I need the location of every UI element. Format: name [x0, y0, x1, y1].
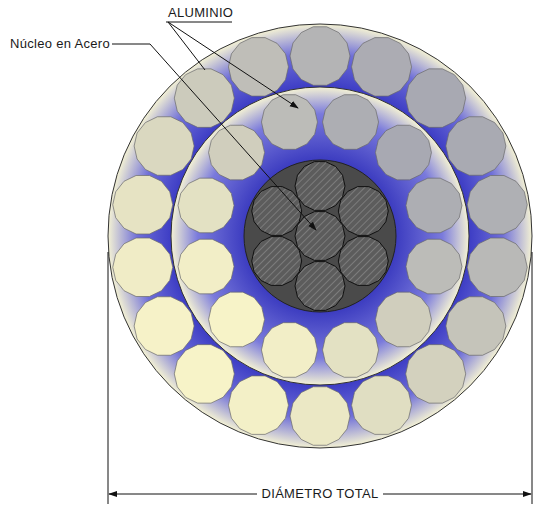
steel-strand	[252, 187, 302, 236]
aluminium-strand	[323, 95, 379, 150]
aluminium-strand	[290, 387, 350, 446]
aluminium-strand	[406, 239, 462, 294]
part-label: Núcleo en Acero	[10, 37, 110, 51]
steel-strand	[338, 237, 388, 286]
dimension-label: DIÁMETRO TOTAL	[257, 486, 384, 502]
aluminium-strand	[467, 238, 527, 296]
steel-strand	[295, 262, 345, 311]
aluminium-strand	[352, 38, 412, 96]
aluminium-strand	[406, 345, 466, 404]
aluminium-strand	[228, 38, 288, 96]
steel-strand	[338, 187, 388, 236]
steel-strand	[295, 162, 345, 211]
aluminium-strand	[323, 323, 379, 378]
aluminium-strand	[209, 292, 265, 347]
extension-line	[108, 252, 109, 504]
aluminium-strand	[352, 376, 412, 434]
outer-layer	[108, 24, 532, 448]
leader-line	[168, 22, 205, 70]
aluminium-strand	[446, 297, 506, 356]
leader-line	[112, 44, 150, 45]
aluminium-strand	[467, 176, 527, 234]
steel-strand	[252, 237, 302, 286]
aluminium-strand	[209, 125, 265, 180]
part-label: ALUMINIO	[168, 6, 233, 20]
aluminium-strand	[134, 297, 194, 356]
aluminium-strand	[113, 176, 173, 234]
leader-line	[168, 22, 298, 108]
aluminium-strand	[375, 292, 431, 347]
aluminium-strand	[174, 345, 234, 404]
aluminium-strand	[261, 323, 317, 378]
steel-strand	[295, 212, 345, 261]
aluminium-strand	[446, 117, 506, 176]
aluminium-strand	[178, 239, 234, 294]
aluminium-strand	[134, 117, 194, 176]
aluminium-strand	[228, 376, 288, 434]
aluminium-strand	[113, 238, 173, 296]
aluminium-strand	[174, 69, 234, 128]
inner-layer	[171, 87, 469, 385]
steel-core	[244, 160, 396, 312]
extension-line	[532, 252, 533, 504]
conductor-drawing	[108, 24, 532, 448]
aluminium-strand	[406, 69, 466, 128]
aluminium-strand	[406, 178, 462, 233]
aluminium-strand	[178, 178, 234, 233]
label-underline	[166, 22, 232, 23]
leader-lines	[108, 22, 532, 504]
aluminium-strand	[375, 125, 431, 180]
leader-line	[150, 44, 316, 230]
aluminium-strand	[290, 27, 350, 86]
